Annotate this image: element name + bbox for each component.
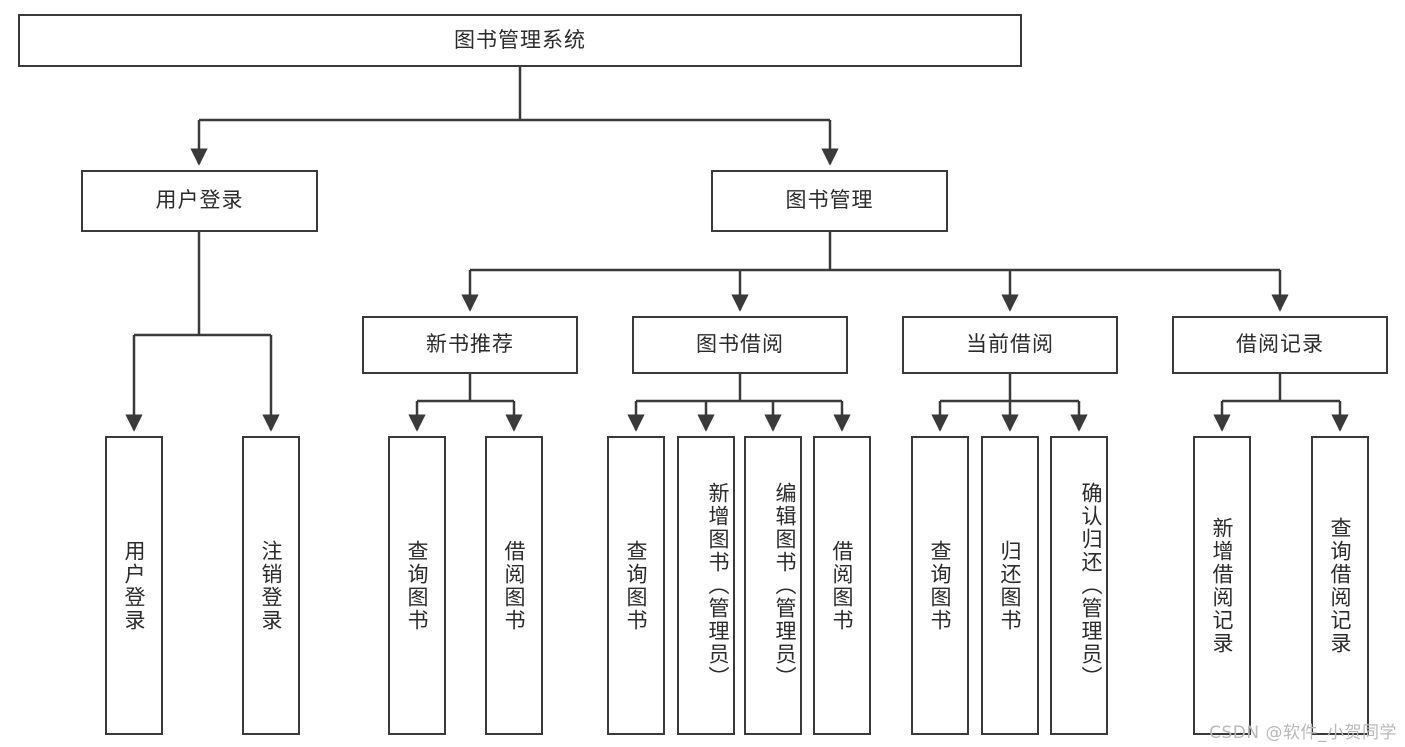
leaf-current-borrow-confirm-admin[interactable]: 确认归还（管理员）	[1050, 436, 1108, 735]
node-label: 用户登录	[155, 188, 244, 213]
node-label: 查询图书	[928, 539, 952, 632]
node-label: 借阅图书	[502, 539, 526, 632]
leaf-book-borrow-query[interactable]: 查询图书	[607, 436, 665, 735]
leaf-book-borrow-add-admin[interactable]: 新增图书（管理员）	[677, 436, 735, 735]
node-root-book-management-system[interactable]: 图书管理系统	[18, 14, 1022, 67]
node-book-management[interactable]: 图书管理	[711, 170, 948, 232]
node-label: 用户登录	[122, 539, 146, 632]
leaf-user-login-logout[interactable]: 注销登录	[242, 436, 300, 735]
node-label: 归还图书	[998, 539, 1022, 632]
node-label: 查询图书	[405, 539, 429, 632]
leaf-book-borrow-edit-admin[interactable]: 编辑图书（管理员）	[744, 436, 802, 735]
node-label: 新增借阅记录	[1210, 516, 1234, 655]
node-label: 查询图书	[624, 539, 648, 632]
node-label: 图书借阅	[696, 332, 784, 357]
leaf-new-book-query[interactable]: 查询图书	[388, 436, 446, 735]
leaf-current-borrow-return[interactable]: 归还图书	[981, 436, 1039, 735]
node-label: 图书管理	[785, 188, 874, 213]
node-label: 当前借阅	[966, 332, 1054, 357]
node-label: 新增图书（管理员）	[706, 482, 730, 689]
node-label: 编辑图书（管理员）	[773, 482, 797, 689]
leaf-current-borrow-query[interactable]: 查询图书	[911, 436, 969, 735]
node-current-borrow[interactable]: 当前借阅	[902, 316, 1118, 374]
node-borrow-record[interactable]: 借阅记录	[1172, 316, 1388, 374]
node-user-login[interactable]: 用户登录	[81, 170, 318, 232]
leaf-book-borrow-borrow[interactable]: 借阅图书	[813, 436, 871, 735]
leaf-borrow-record-add[interactable]: 新增借阅记录	[1193, 436, 1251, 735]
node-label: 借阅图书	[830, 539, 854, 632]
leaf-user-login-login[interactable]: 用户登录	[105, 436, 163, 735]
leaf-new-book-borrow[interactable]: 借阅图书	[485, 436, 543, 735]
leaf-borrow-record-query[interactable]: 查询借阅记录	[1311, 436, 1369, 735]
node-label: 注销登录	[259, 539, 283, 632]
node-label: 确认归还（管理员）	[1079, 482, 1103, 689]
node-label: 查询借阅记录	[1328, 516, 1352, 655]
node-label: 新书推荐	[426, 332, 514, 357]
node-label: 图书管理系统	[454, 27, 586, 52]
node-new-book-recommend[interactable]: 新书推荐	[362, 316, 578, 374]
node-label: 借阅记录	[1236, 332, 1324, 357]
node-book-borrow[interactable]: 图书借阅	[632, 316, 848, 374]
csdn-watermark: CSDN @软件_小贺同学	[1209, 723, 1397, 743]
